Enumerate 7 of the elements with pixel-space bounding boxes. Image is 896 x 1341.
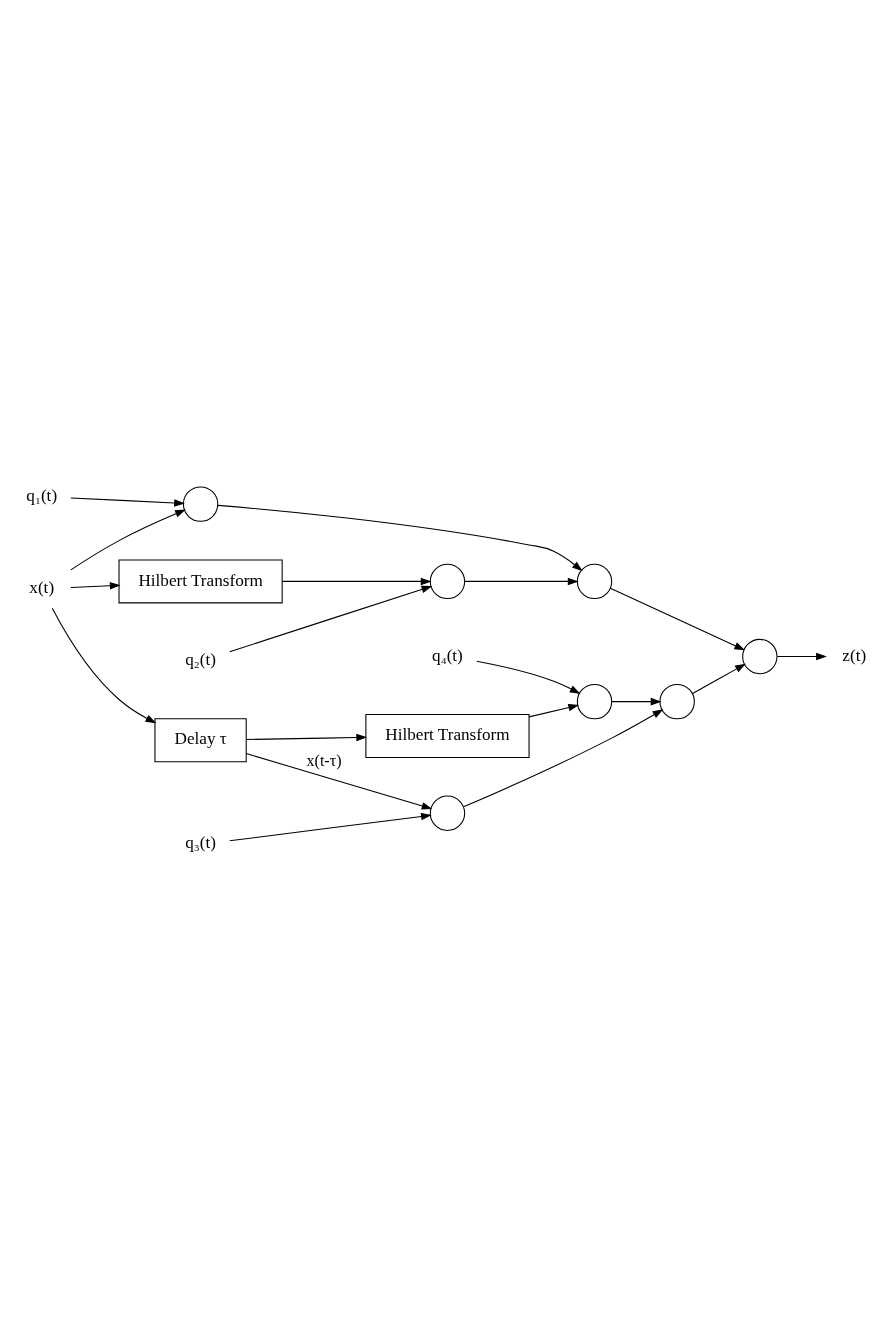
node-text: q₁(t) (26, 485, 58, 505)
node-text: q₂(t) (185, 649, 216, 669)
node-text: x(t) (29, 578, 55, 597)
node-text: q₃(t) (185, 833, 216, 853)
node-text: z(t) (842, 645, 867, 665)
edge-label: x(t-τ) (306, 752, 342, 770)
node-text: q₄(t) (432, 645, 463, 665)
